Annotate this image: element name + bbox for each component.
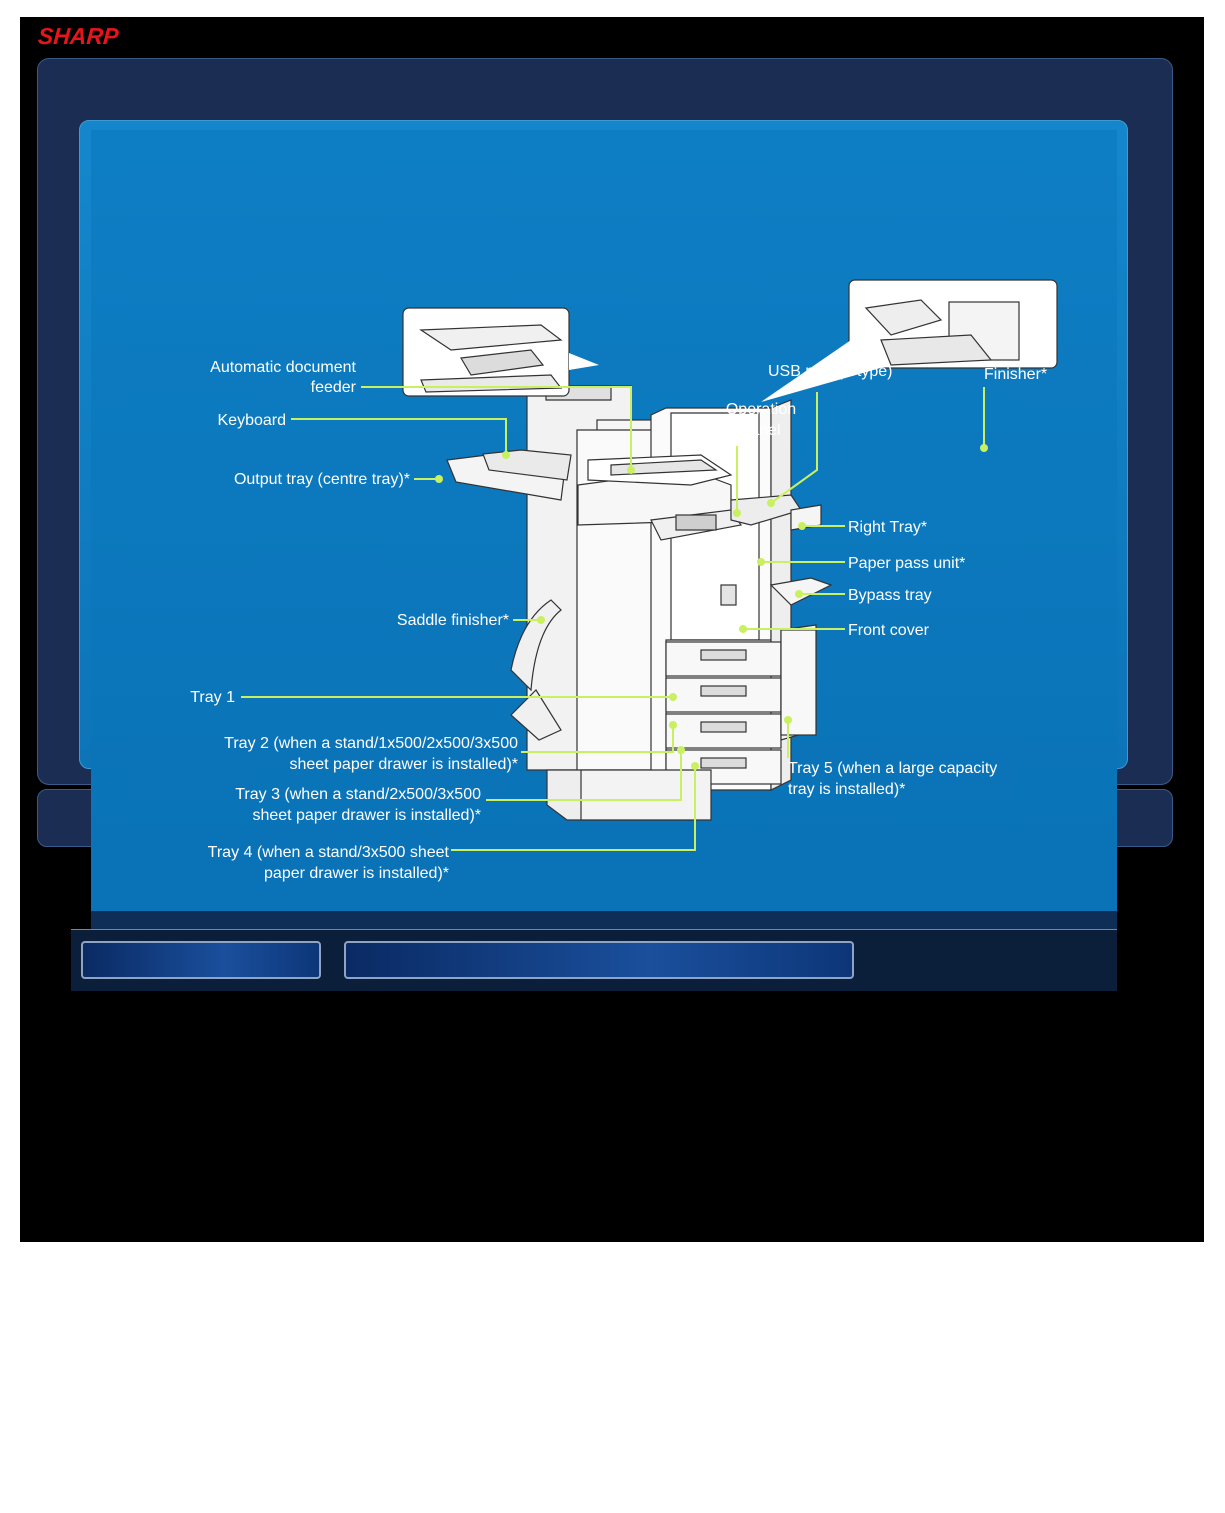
leader-tray1-dot [669,693,677,701]
label-front-cover: Front cover [848,622,930,639]
label-operation-2: panel [741,422,780,439]
machine-diagram-panel: Automatic document feeder Keyboard Outpu… [91,130,1117,911]
label-adf-1: Automatic document [210,359,356,376]
leader-tray3-dot [677,746,685,754]
leader-right-tray-dot [798,522,806,530]
leader-bypass-dot [795,590,803,598]
label-bypass-tray: Bypass tray [848,587,932,604]
leader-dots [435,444,988,770]
sharp-logo: SHARP [37,23,120,49]
nav-button-left-label [83,952,93,968]
leader-output-dot [435,475,443,483]
nav-button-left[interactable] [81,941,321,979]
leader-lines [241,386,985,851]
leader-tray4 [451,766,696,851]
leader-finisher-dot [980,444,988,452]
label-paper-pass-unit: Paper pass unit* [848,555,965,572]
leader-keyboard [291,418,507,455]
leader-tray5-dot [784,716,792,724]
label-tray5-1: Tray 5 (when a large capacity [788,760,997,777]
label-tray2-2: sheet paper drawer is installed)* [289,756,518,773]
label-tray2-1: Tray 2 (when a stand/1x500/2x500/3x500 [224,735,518,752]
label-group: Automatic document feeder Keyboard Outpu… [190,359,1047,882]
label-finisher: Finisher* [984,366,1047,383]
leader-adf-dot [627,466,635,474]
label-tray4-1: Tray 4 (when a stand/3x500 sheet [208,844,450,861]
label-operation-1: Operation [726,401,796,418]
leader-saddle-dot [537,616,545,624]
label-tray3-2: sheet paper drawer is installed)* [252,807,481,824]
leader-paper-pass-dot [757,558,765,566]
diagram-footer-bar [91,911,1117,929]
leader-tray3 [486,750,682,801]
leader-tray2-dot [669,721,677,729]
label-output-tray: Output tray (centre tray)* [234,471,410,488]
label-tray1: Tray 1 [190,689,235,706]
label-usb-port: USB port (A type) [768,363,893,380]
label-right-tray: Right Tray* [848,519,927,536]
machine-illustration [446,385,833,821]
leader-keyboard-dot [502,451,510,459]
manual-viewer: SHARP [20,17,1204,1242]
output-tray-inset [402,307,599,397]
label-tray5-2: tray is installed)* [788,781,905,798]
leader-usb [770,392,818,504]
label-adf-2: feeder [311,379,357,396]
navigation-strip [71,929,1117,991]
leader-front-dot [739,625,747,633]
label-keyboard: Keyboard [218,412,287,429]
nav-button-main-label [346,952,356,968]
nav-button-main[interactable] [344,941,854,979]
leader-usb-dot [767,499,775,507]
label-tray4-2: paper drawer is installed)* [264,865,449,882]
leader-adf [361,386,632,470]
label-tray3-1: Tray 3 (when a stand/2x500/3x500 [235,786,481,803]
finisher-inset [761,279,1058,402]
leader-tray4-dot [691,762,699,770]
label-saddle-finisher: Saddle finisher* [397,612,509,629]
machine-diagram: Automatic document feeder Keyboard Outpu… [190,279,1058,882]
leader-tray2 [521,725,674,753]
leader-operation-dot [733,509,741,517]
